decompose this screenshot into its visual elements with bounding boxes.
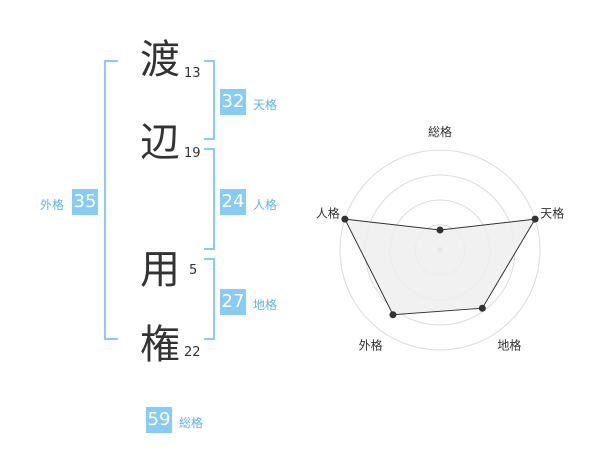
name-char-2: 辺 <box>140 120 180 166</box>
tenkaku-value: 32 <box>220 89 246 115</box>
stroke-count-3: 5 <box>189 263 198 278</box>
radar-ring-4 <box>339 149 541 351</box>
radar-point-5 <box>341 215 349 223</box>
radar-axis-label-5: 人格 <box>316 206 340 221</box>
radar-point-1 <box>436 226 444 234</box>
stroke-count-4: 22 <box>184 345 201 360</box>
name-char-4: 権 <box>140 322 180 368</box>
radar-axis-label-4: 外格 <box>359 338 383 353</box>
jinkaku-value: 24 <box>220 189 246 215</box>
radar-axis-label-1: 総格 <box>428 124 452 139</box>
chikaku-value: 27 <box>220 289 246 315</box>
chikaku-label: 地格 <box>253 298 278 312</box>
radar-points <box>341 215 539 319</box>
radar-area <box>344 218 537 316</box>
radar-point-2 <box>531 215 539 223</box>
name-char-1: 渡 <box>140 37 180 83</box>
jinkaku-label: 人格 <box>253 198 278 212</box>
stroke-count-1: 13 <box>184 66 201 81</box>
gaikaku-value: 35 <box>72 189 98 215</box>
radar-axis-label-3: 地格 <box>497 338 521 353</box>
soukaku-label: 総格 <box>179 416 204 430</box>
stroke-count-2: 19 <box>184 146 201 161</box>
name-char-3: 用 <box>140 247 180 293</box>
radar-point-4 <box>389 311 397 319</box>
soukaku-value: 59 <box>146 407 172 433</box>
tenkaku-label: 天格 <box>253 98 278 112</box>
gaikaku-label: 外格 <box>40 198 65 212</box>
radar-point-3 <box>478 304 486 312</box>
radar-axis-label-2: 天格 <box>540 206 564 221</box>
